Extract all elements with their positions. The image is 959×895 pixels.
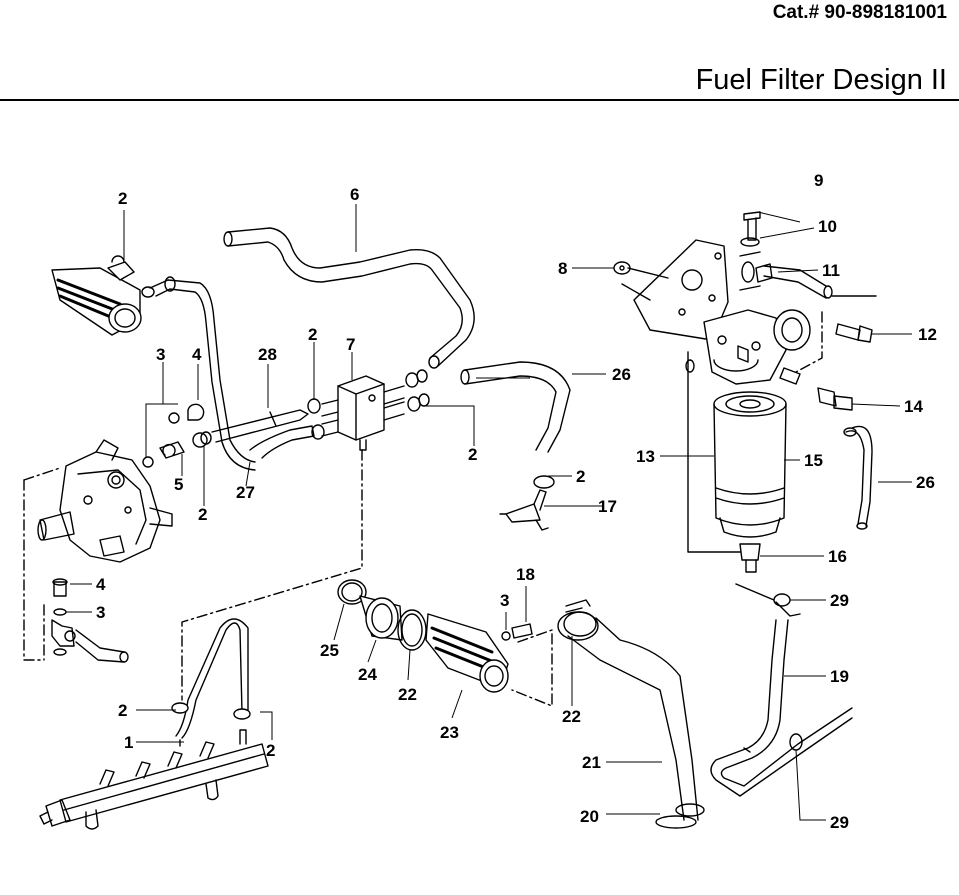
callout-2: 2 — [576, 467, 585, 486]
filter-head — [703, 309, 811, 385]
callout-10: 10 — [818, 217, 837, 236]
hose-26-right — [843, 425, 873, 530]
filter-bracket — [613, 239, 729, 341]
callout-3: 3 — [156, 345, 165, 364]
page-title: Fuel Filter Design II — [695, 64, 947, 96]
callout-4: 4 — [192, 345, 202, 364]
bolt-9 — [739, 211, 761, 291]
callout-8: 8 — [558, 259, 567, 278]
hoses-27-28 — [211, 409, 315, 459]
intake-clamp-22-right — [563, 599, 597, 637]
leader-16-frame — [685, 351, 741, 553]
catalog-number: Cat.# 90-898181001 — [772, 2, 947, 23]
callout-4: 4 — [96, 575, 106, 594]
hose-26-middle — [460, 361, 571, 453]
bolt-12 — [835, 323, 873, 343]
callout-5: 5 — [174, 475, 183, 494]
header-rule — [0, 99, 959, 101]
callout-2: 2 — [308, 325, 317, 344]
callout-26: 26 — [916, 473, 935, 492]
hose-top-left — [141, 276, 256, 471]
valve-rail-leader — [181, 449, 363, 701]
tee-fitting-17 — [499, 475, 555, 531]
callout-20: 20 — [580, 807, 599, 826]
callout-12: 12 — [918, 325, 937, 344]
callout-11: 11 — [822, 261, 840, 280]
fittings-3-4-5 — [142, 403, 212, 468]
sensor-14 — [817, 387, 853, 411]
intake-frame — [511, 629, 553, 707]
callout-3: 3 — [96, 603, 105, 622]
fittings-lower-left — [51, 578, 129, 663]
callout-2: 2 — [266, 741, 275, 760]
callout-9: 9 — [814, 171, 823, 190]
air-filter-top — [51, 255, 142, 336]
callout-7: 7 — [346, 335, 355, 354]
callout-22: 22 — [562, 707, 581, 726]
callout-17: 17 — [598, 497, 617, 516]
callout-13: 13 — [636, 447, 655, 466]
hose-6 — [223, 227, 475, 369]
callout-2: 2 — [118, 189, 127, 208]
callout-22: 22 — [398, 685, 417, 704]
leader-lines — [66, 204, 912, 821]
drain-16 — [739, 543, 761, 573]
filter-cartridge — [713, 391, 787, 538]
callout-27: 27 — [236, 483, 255, 502]
callout-15: 15 — [804, 451, 823, 470]
callout-16: 16 — [828, 547, 847, 566]
fuel-pump — [37, 439, 173, 563]
callout-26: 26 — [612, 365, 631, 384]
valve-block-7 — [321, 375, 405, 451]
intake-fitting-18 — [501, 623, 533, 641]
callout-24: 24 — [358, 665, 377, 684]
pump-frame-lines — [23, 467, 61, 661]
callout-3: 3 — [500, 591, 509, 610]
fuel-rail — [39, 729, 269, 830]
callout-21: 21 — [582, 753, 601, 772]
return-line-1 — [171, 618, 251, 747]
callout-1: 1 — [124, 733, 133, 752]
callout-25: 25 — [320, 641, 339, 660]
intake-clamp-22-left — [397, 609, 427, 651]
callout-29: 29 — [830, 591, 849, 610]
hose-11 — [755, 263, 877, 299]
callout-2: 2 — [198, 505, 207, 524]
callout-23: 23 — [440, 723, 459, 742]
intake-clamp-25 — [337, 579, 367, 605]
callout-14: 14 — [904, 397, 923, 416]
callout-28: 28 — [258, 345, 277, 364]
callout-19: 19 — [830, 667, 849, 686]
callout-6: 6 — [350, 185, 359, 204]
line-19 — [710, 583, 853, 797]
callout-2: 2 — [118, 701, 127, 720]
callout-2: 2 — [468, 445, 477, 464]
frame-right — [795, 311, 823, 373]
callout-labels: 2 6 3 4 28 2 7 5 27 2 2 26 2 17 4 3 2 1 … — [96, 171, 937, 832]
callout-18: 18 — [516, 565, 535, 584]
intake-sleeve-24 — [359, 595, 403, 641]
callout-29: 29 — [830, 813, 849, 832]
intake-filter-23 — [425, 613, 509, 693]
